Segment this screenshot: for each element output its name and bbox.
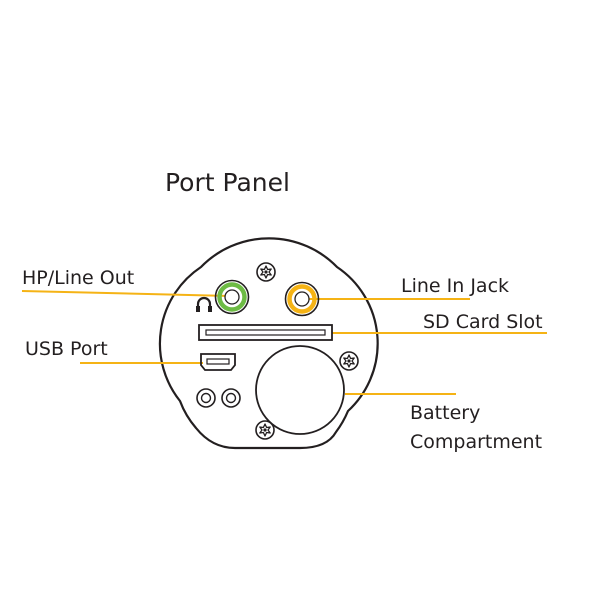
diagram-title: Port Panel — [165, 168, 290, 197]
leader-lines — [21, 290, 547, 395]
usb-port — [200, 353, 236, 371]
small-round-ports — [196, 388, 241, 408]
line-in-jack — [284, 281, 320, 317]
round-port-2 — [221, 388, 241, 408]
screw-icon — [339, 351, 359, 371]
label-battery-compartment: Battery Compartment — [410, 399, 542, 457]
label-battery-line2: Compartment — [410, 431, 543, 453]
label-usb-port: USB Port — [25, 338, 108, 360]
label-battery-line1: Battery — [410, 402, 481, 424]
battery-compartment — [255, 345, 345, 435]
label-line-in-jack: Line In Jack — [401, 275, 510, 297]
label-sd-card-slot: SD Card Slot — [423, 311, 543, 333]
hp-line-out-jack — [214, 279, 250, 315]
panel-outline — [158, 237, 379, 450]
sd-card-slot — [198, 324, 333, 341]
round-port-1 — [196, 388, 216, 408]
screw-icon — [255, 420, 275, 440]
headphone-icon — [196, 296, 212, 312]
leader-hp-line-out — [21, 290, 231, 297]
label-hp-line-out: HP/Line Out — [22, 267, 135, 289]
screw-icon — [256, 262, 276, 282]
